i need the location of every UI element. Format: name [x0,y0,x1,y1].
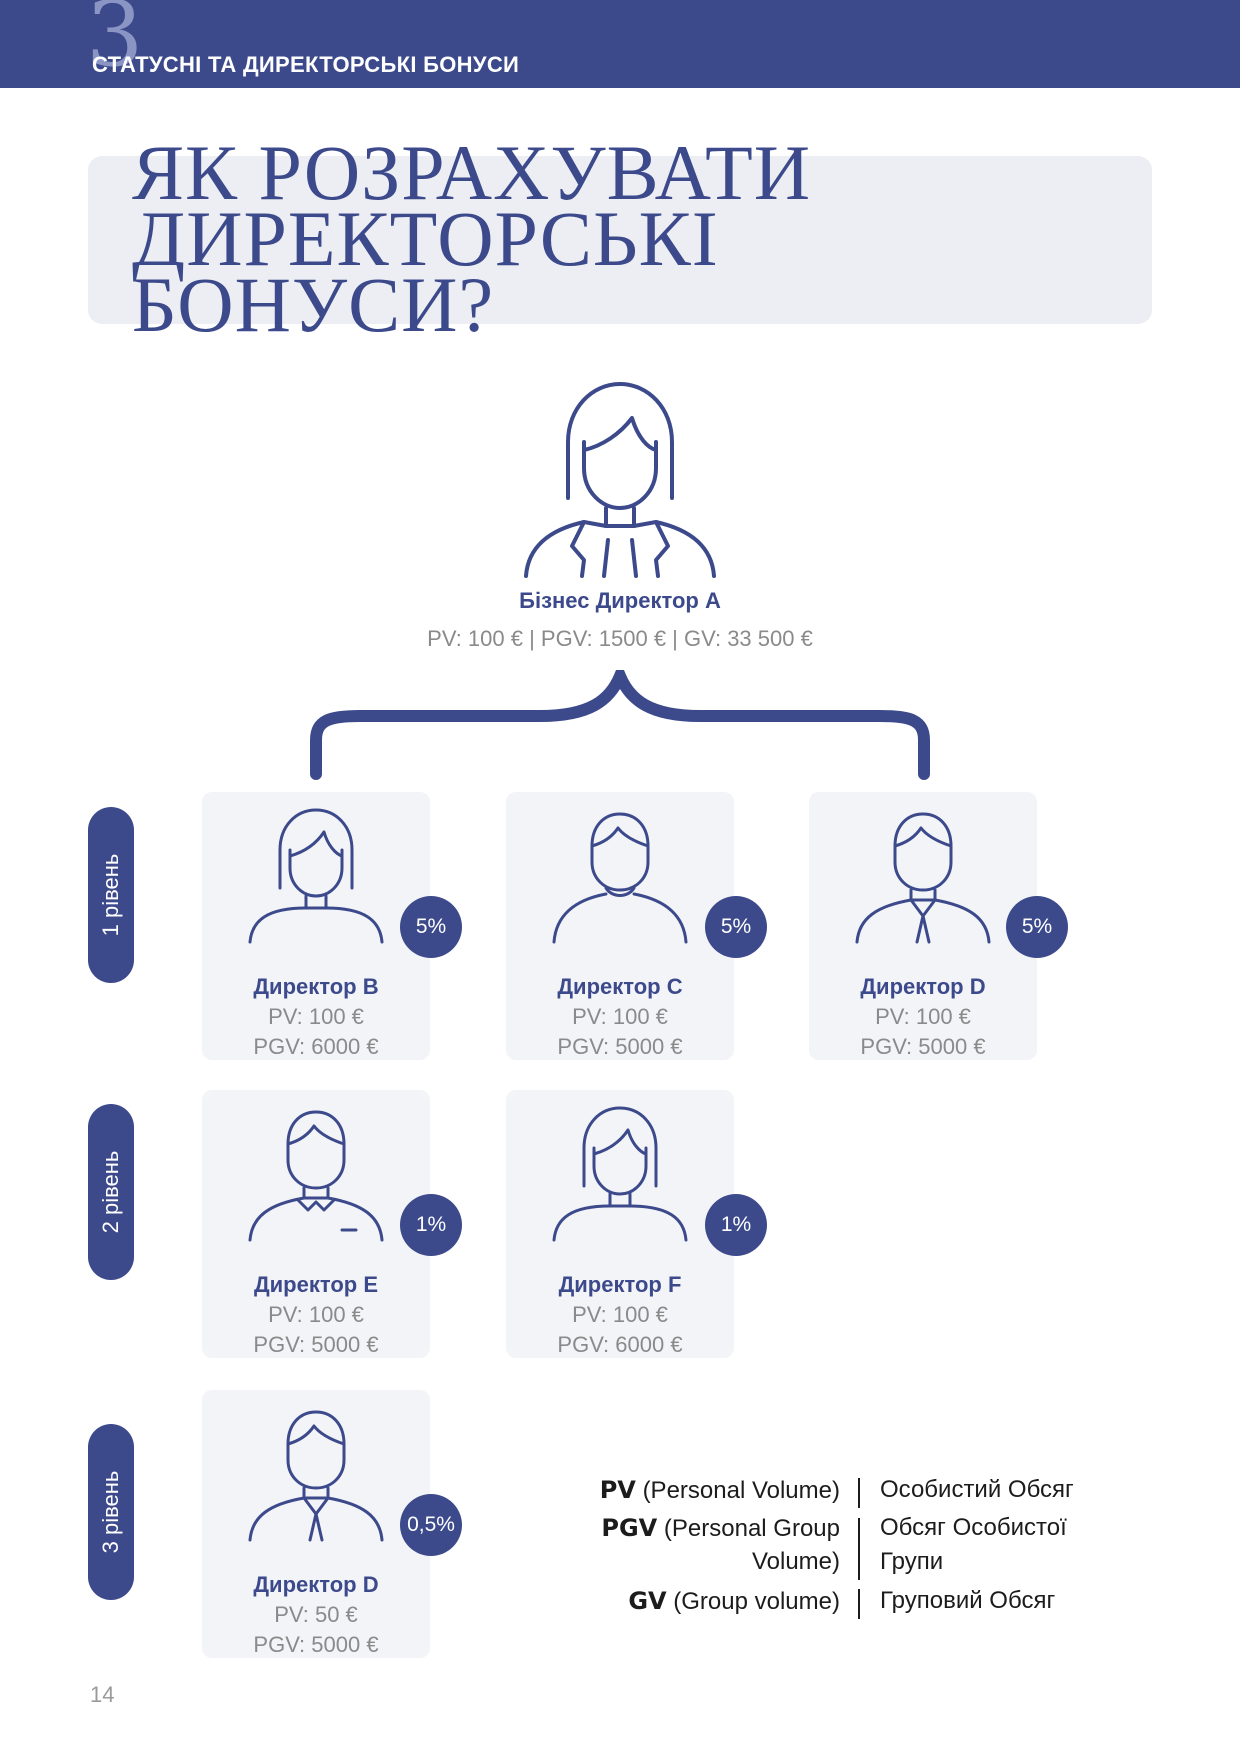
chapter-number: 3 [86,0,144,87]
title-line-1: ЯК РОЗРАХУВАТИ [132,129,812,216]
legend-full: (Personal Group [663,1515,840,1542]
title-line-2: ДИРЕКТОРСЬКІ [132,195,719,282]
director-name: Директор D [860,974,986,999]
bonus-badge: 1% [705,1194,767,1256]
bonus-badge: 0,5% [400,1494,462,1556]
bonus-badge: 5% [400,896,462,958]
title-box [88,156,1152,324]
hierarchy-brace [310,670,930,780]
director-card: Директор F PV: 100 € PGV: 6000 € [506,1090,734,1358]
man-collar-icon [248,1110,384,1242]
level-2-label: 2 рівень [98,1150,123,1234]
director-pgv: PGV: 5000 € [253,1632,379,1657]
legend-abbr: PGV [601,1514,658,1542]
woman-icon [248,808,384,944]
woman-icon [552,1106,688,1242]
director-pv: PV: 100 € [875,1004,971,1029]
director-pgv: PGV: 5000 € [860,1034,986,1059]
legend-full: (Personal Volume) [642,1477,840,1504]
director-pgv: PGV: 5000 € [557,1034,683,1059]
director-card: Директор D PV: 50 € PGV: 5000 € [202,1390,430,1658]
director-name: Директор B [253,974,379,999]
level-2-pill: 2 рівень [88,1104,134,1280]
bonus-badge: 5% [705,896,767,958]
legend-full: (Group volume) [673,1588,840,1615]
bonus-badge: 5% [1006,896,1068,958]
level-3-label: 3 рівень [98,1470,123,1554]
level-3-pill: 3 рівень [88,1424,134,1600]
director-card: Директор B PV: 100 € PGV: 6000 € [202,792,430,1060]
director-name: Директор D [253,1572,379,1597]
woman-icon [524,382,716,578]
director-card: Директор C PV: 100 € PGV: 5000 € [506,792,734,1060]
director-pv: PV: 100 € [572,1302,668,1327]
director-pv: PV: 100 € [572,1004,668,1029]
director-pgv: PGV: 6000 € [557,1332,683,1357]
top-director-name: Бізнес Директор А [519,588,721,613]
level-1-pill: 1 рівень [88,807,134,983]
header-bar [0,0,1240,88]
legend-abbr: PV [599,1476,636,1504]
director-pgv: PGV: 6000 € [253,1034,379,1059]
bonus-badge: 1% [400,1194,462,1256]
man-tie-icon [855,812,991,944]
director-name: Директор E [253,1272,379,1297]
man-tie-icon [248,1410,384,1542]
director-pgv: PGV: 5000 € [253,1332,379,1357]
top-director-stats: PV: 100 € | PGV: 1500 € | GV: 33 500 € [427,626,813,651]
director-card: Директор D PV: 100 € PGV: 5000 € [809,792,1037,1060]
director-pv: PV: 50 € [274,1602,358,1627]
level-1-label: 1 рівень [98,853,123,937]
director-name: Директор F [558,1272,682,1297]
legend-uk: Обсяг Особистої [880,1514,1067,1541]
legend-uk-cont: Групи [880,1548,944,1575]
page-number: 14 [90,1682,115,1707]
legend-uk: Особистий Обсяг [880,1476,1074,1503]
chapter-title: СТАТУСНІ ТА ДИРЕКТОРСЬКІ БОНУСИ [92,52,520,77]
legend-full-cont: Volume) [751,1548,840,1575]
man-icon [552,812,688,944]
title-line-3: БОНУСИ? [132,261,495,348]
page-title: ЯК РОЗРАХУВАТИ ДИРЕКТОРСЬКІ БОНУСИ? [132,134,1032,344]
director-card: Директор E PV: 100 € PGV: 5000 € [202,1090,430,1358]
legend-uk: Груповий Обсяг [880,1587,1056,1614]
legend-abbr: GV [628,1587,667,1615]
director-name: Директор C [557,974,683,999]
director-pv: PV: 100 € [268,1302,364,1327]
director-pv: PV: 100 € [268,1004,364,1029]
